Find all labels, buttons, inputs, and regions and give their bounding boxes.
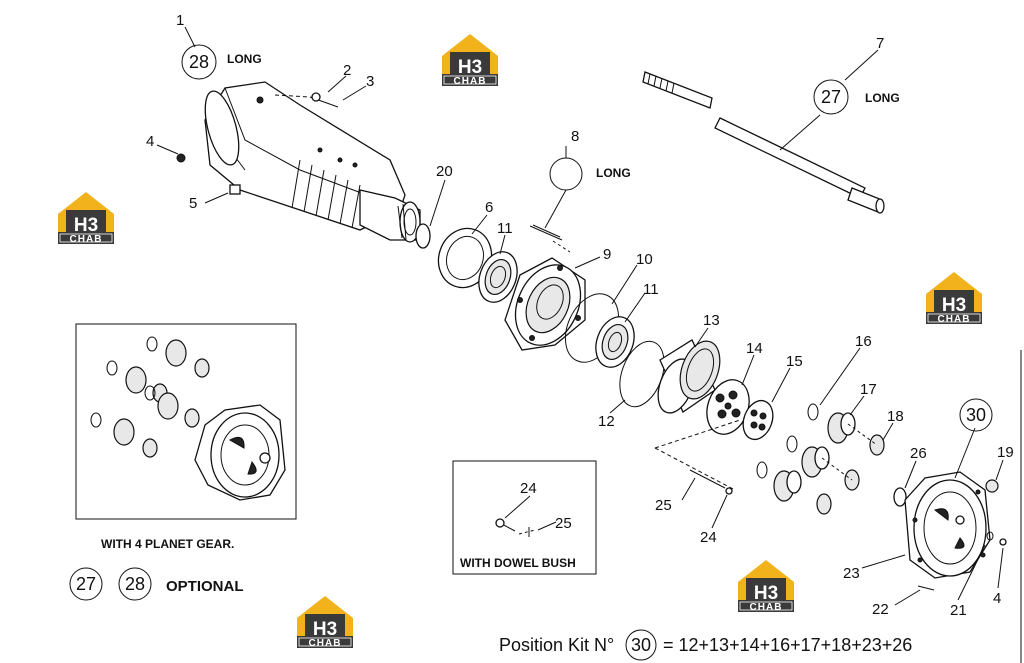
planet-gear-set (756, 403, 885, 515)
svg-text:H3: H3 (754, 583, 778, 604)
callout-25: 25 (655, 497, 672, 514)
callout-10: 10 (636, 251, 653, 268)
svg-text:CHAB: CHAB (70, 234, 103, 245)
callout-5: 5 (189, 195, 197, 212)
watermark-logo-4: H3 CHAB (737, 559, 795, 613)
note-long-pin: LONG (596, 166, 631, 180)
planet-cover-23 (904, 471, 991, 579)
wheel-hub-9 (504, 257, 586, 351)
callout-26: 26 (910, 445, 927, 462)
callout-16: 16 (855, 333, 872, 350)
housing-ribs (291, 159, 361, 229)
svg-text:CHAB: CHAB (938, 314, 971, 325)
svg-text:CHAB: CHAB (309, 638, 342, 649)
callout-9: 9 (603, 246, 611, 263)
svg-text:CHAB: CHAB (454, 76, 487, 87)
callout-20: 20 (436, 163, 453, 180)
callout-15: 15 (786, 353, 803, 370)
callout-4-cover: 4 (993, 590, 1001, 607)
svg-text:28: 28 (189, 52, 209, 72)
inset-gears (90, 336, 210, 458)
callout-24: 24 (700, 529, 717, 546)
callout-11b: 11 (643, 281, 659, 298)
cover-fasteners (917, 479, 1007, 591)
circled-ref-28-housing: 28 (181, 44, 217, 80)
svg-text:H3: H3 (942, 295, 966, 316)
callout-6: 6 (485, 199, 493, 216)
svg-text:H3: H3 (313, 619, 337, 640)
thrust-plate-15 (742, 399, 774, 441)
watermark-logo-1: H3 CHAB (441, 33, 499, 87)
callout-7: 7 (876, 35, 884, 52)
svg-text:H3: H3 (74, 215, 98, 236)
callout-17: 17 (860, 381, 877, 398)
callout-21: 21 (950, 602, 967, 619)
inset-planet-gear (75, 323, 297, 520)
ring-gear-13 (657, 339, 721, 414)
callout-1: 1 (176, 12, 184, 29)
circled-ref-8-pin (549, 157, 583, 191)
leader-lines (156, 26, 1004, 606)
axle-housing (204, 81, 421, 243)
callout-3: 3 (366, 73, 374, 90)
circled-ref-30-kit: 30 (959, 398, 993, 432)
axis-line-2 (654, 447, 736, 491)
callout-2: 2 (343, 62, 351, 79)
note-long-shaft: LONG (865, 91, 900, 105)
callout-11a: 11 (497, 220, 513, 237)
svg-text:27: 27 (821, 87, 841, 107)
callout-24-inset: 24 (520, 480, 537, 497)
snap-ring-20 (415, 223, 431, 249)
callout-13: 13 (703, 312, 720, 329)
washer-26 (893, 487, 907, 507)
position-kit-formula: = 12+13+14+16+17+18+23+26 (663, 635, 912, 655)
pin-long (529, 224, 571, 253)
callout-22: 22 (872, 601, 889, 618)
watermark-logo-2: H3 CHAB (57, 191, 115, 245)
bearing-11a (478, 251, 518, 303)
callout-18: 18 (887, 408, 904, 425)
watermark-logo-3: H3 CHAB (925, 271, 983, 325)
optional-legend: 27 28 OPTIONAL (69, 567, 244, 601)
callout-25-inset: 25 (555, 515, 572, 532)
pin-25 (689, 469, 733, 495)
callout-14: 14 (746, 340, 763, 357)
planet-gear-caption: WITH 4 PLANET GEAR. (101, 537, 234, 551)
callout-12: 12 (598, 413, 615, 430)
bearing-11b (595, 316, 635, 368)
dowel-bush-caption: WITH DOWEL BUSH (460, 556, 576, 570)
callout-19: 19 (997, 444, 1014, 461)
axle-shaft (642, 71, 885, 214)
svg-text:30: 30 (966, 405, 986, 425)
axis-line (654, 419, 741, 449)
callout-8: 8 (571, 128, 579, 145)
callout-4: 4 (146, 133, 154, 150)
callout-23: 23 (843, 565, 860, 582)
optional-label: OPTIONAL (166, 578, 244, 595)
position-kit-line: Position Kit N° 30 = 12+13+14+16+17+18+2… (499, 629, 912, 661)
circled-ref-27-shaft: 27 (813, 79, 849, 115)
inset-dowel-bush (452, 460, 597, 575)
callout-labels: 1 2 3 4 5 6 7 8 9 10 11 11 12 13 14 15 1… (146, 12, 1014, 619)
optional-28: 28 (125, 574, 145, 594)
position-kit-number: 30 (631, 635, 651, 655)
note-long-housing: LONG (227, 52, 262, 66)
housing-bolts (176, 92, 339, 195)
watermark-logo-5: H3 CHAB (296, 595, 354, 649)
optional-27: 27 (76, 574, 96, 594)
position-kit-prefix: Position Kit N° (499, 635, 614, 655)
svg-text:CHAB: CHAB (750, 602, 783, 613)
svg-text:H3: H3 (458, 57, 482, 78)
